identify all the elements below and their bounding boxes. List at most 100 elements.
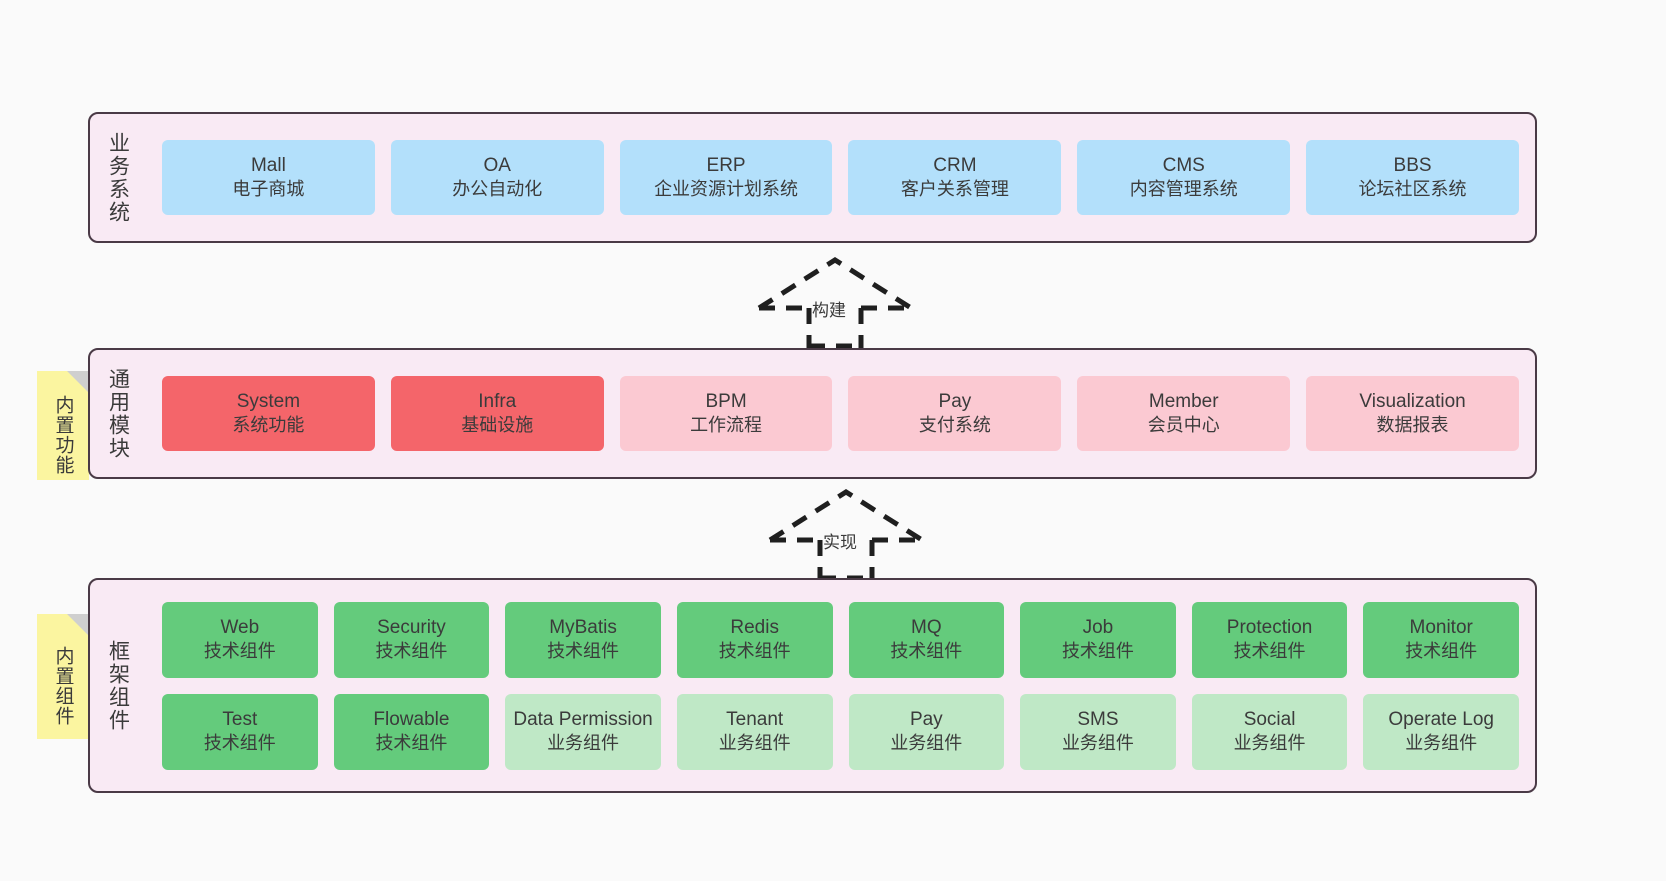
card-subtitle: 电子商城 [232, 179, 305, 200]
card-subtitle: 技术组件 [547, 641, 620, 662]
card-title: Web [220, 616, 260, 638]
layer-common-modules: 通用模块 System 系统功能 Infra 基础设施 BPM 工作流程 Pay [88, 348, 1537, 479]
card-title: CMS [1162, 154, 1205, 176]
connector-label: 实现 [823, 533, 857, 552]
card-security[interactable]: Security 技术组件 [333, 601, 490, 678]
card-social[interactable]: Social 业务组件 [1191, 693, 1348, 770]
card-mq[interactable]: MQ 技术组件 [848, 601, 1005, 678]
card-redis[interactable]: Redis 技术组件 [676, 601, 833, 678]
card-title: Pay [909, 708, 943, 730]
sticky-note-builtin-components: 内置组件 [37, 614, 89, 739]
card-title: Protection [1226, 616, 1313, 638]
card-infra[interactable]: Infra 基础设施 [390, 376, 604, 451]
card-data-permission[interactable]: Data Permission 业务组件 [505, 693, 661, 770]
card-bbs[interactable]: BBS 论坛社区系统 [1306, 140, 1519, 215]
card-flowable[interactable]: Flowable 技术组件 [333, 693, 490, 770]
card-subtitle: 支付系统 [918, 415, 991, 436]
card-subtitle: 论坛社区系统 [1358, 179, 1467, 200]
card-subtitle: 技术组件 [718, 641, 791, 662]
card-web[interactable]: Web 技术组件 [162, 601, 318, 678]
card-mall[interactable]: Mall 电子商城 [162, 140, 375, 215]
card-subtitle: 业务组件 [890, 733, 963, 754]
card-pay[interactable]: Pay 支付系统 [848, 376, 1062, 451]
card-title: MyBatis [549, 616, 617, 638]
card-mybatis[interactable]: MyBatis 技术组件 [505, 601, 661, 678]
card-subtitle: 系统功能 [232, 415, 305, 436]
card-row: Web 技术组件 Security 技术组件 MyBatis 技术组件 Redi… [162, 601, 1519, 678]
sticky-note-builtin-features: 内置功能 [37, 371, 89, 480]
card-title: Data Permission [513, 708, 653, 730]
card-title: Visualization [1359, 390, 1466, 412]
sticky-note-label: 内置组件 [52, 645, 74, 726]
card-test[interactable]: Test 技术组件 [162, 693, 318, 770]
card-monitor[interactable]: Monitor 技术组件 [1363, 601, 1519, 678]
card-subtitle: 技术组件 [1233, 641, 1306, 662]
card-subtitle: 技术组件 [375, 733, 448, 754]
generalization-arrow-icon [757, 257, 913, 349]
layer-body-framework-components: Web 技术组件 Security 技术组件 MyBatis 技术组件 Redi… [146, 580, 1535, 791]
card-subtitle: 办公自动化 [452, 179, 543, 200]
card-row: Test 技术组件 Flowable 技术组件 Data Permission … [162, 693, 1519, 770]
card-subtitle: 业务组件 [1233, 733, 1306, 754]
card-tenant[interactable]: Tenant 业务组件 [676, 693, 833, 770]
card-subtitle: 业务组件 [718, 733, 791, 754]
card-subtitle: 数据报表 [1376, 415, 1449, 436]
card-bpm[interactable]: BPM 工作流程 [619, 376, 833, 451]
card-pay-biz[interactable]: Pay 业务组件 [848, 693, 1005, 770]
layer-body-business-systems: Mall 电子商城 OA 办公自动化 ERP 企业资源计划系统 CRM 客户关系… [146, 114, 1535, 241]
card-title: Monitor [1409, 616, 1473, 638]
card-subtitle: 技术组件 [1061, 641, 1134, 662]
card-subtitle: 基础设施 [461, 415, 534, 436]
card-title: Flowable [373, 708, 450, 730]
card-row: Mall 电子商城 OA 办公自动化 ERP 企业资源计划系统 CRM 客户关系… [162, 140, 1519, 215]
card-title: Member [1148, 390, 1219, 412]
connector-build: 构建 [755, 256, 915, 349]
card-title: Infra [478, 390, 517, 412]
card-erp[interactable]: ERP 企业资源计划系统 [619, 140, 833, 215]
card-subtitle: 内容管理系统 [1129, 179, 1238, 200]
card-title: BPM [705, 390, 747, 412]
card-subtitle: 技术组件 [203, 641, 276, 662]
layer-title-business-systems: 业务系统 [90, 114, 146, 241]
card-job[interactable]: Job 技术组件 [1020, 601, 1176, 678]
layer-framework-components: 框架组件 Web 技术组件 Security 技术组件 MyBatis 技术组件… [88, 578, 1537, 793]
card-subtitle: 会员中心 [1147, 415, 1220, 436]
card-title: Mall [250, 154, 286, 176]
card-system[interactable]: System 系统功能 [162, 376, 375, 451]
layer-business-systems: 业务系统 Mall 电子商城 OA 办公自动化 ERP 企业资源计划系统 CRM [88, 112, 1537, 243]
card-subtitle: 工作流程 [690, 415, 763, 436]
card-title: Social [1243, 708, 1296, 730]
card-subtitle: 技术组件 [375, 641, 448, 662]
layer-title-text: 通用模块 [106, 367, 130, 460]
card-subtitle: 企业资源计划系统 [654, 179, 799, 200]
sticky-note-label: 内置功能 [52, 394, 74, 475]
layer-title-text: 业务系统 [106, 131, 130, 224]
card-title: Pay [938, 390, 972, 412]
layer-title-text: 框架组件 [106, 639, 130, 732]
layer-body-common-modules: System 系统功能 Infra 基础设施 BPM 工作流程 Pay 支付系统… [146, 350, 1535, 477]
card-sms[interactable]: SMS 业务组件 [1020, 693, 1176, 770]
card-visualization[interactable]: Visualization 数据报表 [1306, 376, 1519, 451]
card-title: CRM [933, 154, 977, 176]
card-subtitle: 技术组件 [203, 733, 276, 754]
connector-label: 构建 [812, 301, 846, 320]
card-cms[interactable]: CMS 内容管理系统 [1077, 140, 1291, 215]
card-subtitle: 业务组件 [1061, 733, 1134, 754]
card-title: Job [1082, 616, 1114, 638]
card-title: OA [483, 154, 511, 176]
card-title: Security [377, 616, 446, 638]
card-oa[interactable]: OA 办公自动化 [390, 140, 604, 215]
card-member[interactable]: Member 会员中心 [1077, 376, 1291, 451]
card-title: BBS [1393, 154, 1432, 176]
layer-title-framework-components: 框架组件 [90, 580, 146, 791]
card-operate-log[interactable]: Operate Log 业务组件 [1363, 693, 1519, 770]
card-title: System [236, 390, 301, 412]
card-title: SMS [1077, 708, 1119, 730]
card-crm[interactable]: CRM 客户关系管理 [848, 140, 1062, 215]
card-title: MQ [911, 616, 942, 638]
card-title: Tenant [726, 708, 784, 730]
card-subtitle: 业务组件 [1405, 733, 1478, 754]
card-subtitle: 技术组件 [1405, 641, 1478, 662]
card-protection[interactable]: Protection 技术组件 [1191, 601, 1348, 678]
card-title: Test [222, 708, 258, 730]
